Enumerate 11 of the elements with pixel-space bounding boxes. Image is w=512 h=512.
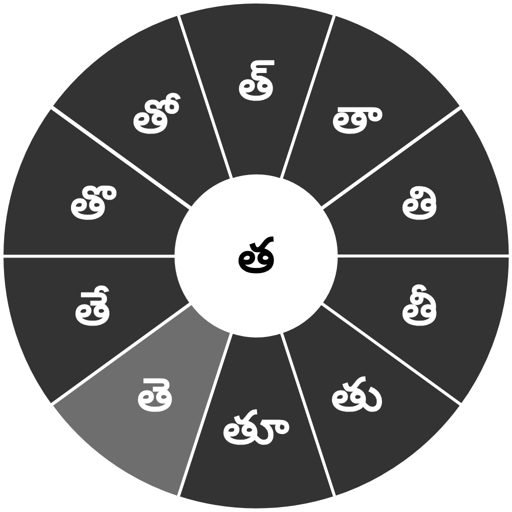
sector-label: తి bbox=[402, 178, 438, 228]
sector-label: త్ bbox=[238, 58, 274, 110]
sector-label: తొ bbox=[70, 178, 115, 228]
sector-label: తె bbox=[136, 370, 173, 420]
sector-label: తూ bbox=[222, 402, 290, 454]
sector-label: తే bbox=[74, 284, 110, 334]
key-sector bbox=[320, 106, 510, 256]
center-label: త bbox=[238, 230, 274, 282]
sector-label: తా bbox=[332, 92, 382, 142]
sector-label: తీ bbox=[402, 284, 438, 334]
sector-label: తు bbox=[331, 370, 384, 420]
